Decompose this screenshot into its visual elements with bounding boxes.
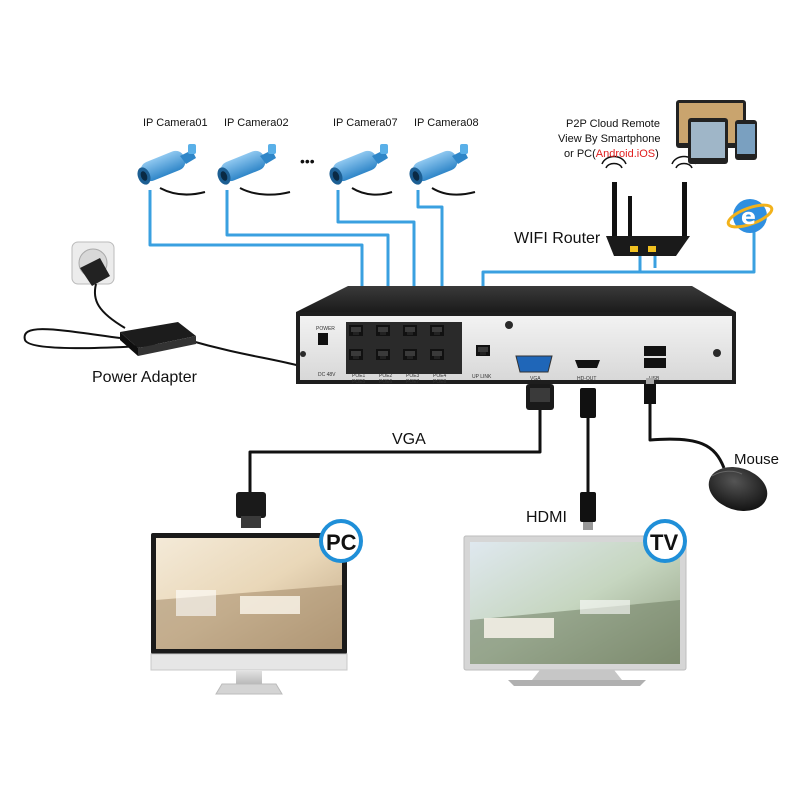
- hdmi-connector-top: [580, 388, 596, 418]
- pc-badge-text: PC: [326, 530, 357, 555]
- usb-port-label: USB: [649, 376, 660, 382]
- camera-label: IP Camera07: [333, 117, 398, 129]
- p2p-line-2: View By Smartphone: [558, 133, 661, 145]
- camera-ellipsis: •••: [300, 153, 315, 169]
- wall-socket: [71, 241, 115, 286]
- poe3-label: POE3: [406, 373, 420, 379]
- poe8-port[interactable]: [430, 349, 444, 360]
- vga-connector-bottom: [236, 492, 266, 528]
- camera-label: IP Camera08: [414, 117, 479, 129]
- vga-label: VGA: [392, 431, 426, 448]
- nvr-recorder: POWER DC 48V POE1 POE2 POE3 POE4 POE5 PO…: [296, 286, 736, 385]
- uplink-port[interactable]: [476, 345, 490, 356]
- power-switch[interactable]: [318, 333, 328, 345]
- camera-icon: [407, 144, 468, 187]
- p2p-line-1: P2P Cloud Remote: [566, 118, 660, 130]
- usb-connector: [644, 378, 656, 404]
- vga-connector-top: [526, 384, 554, 410]
- mouse-label: Mouse: [734, 451, 779, 468]
- power-adapter: [120, 322, 196, 356]
- poe4-port[interactable]: [430, 325, 444, 336]
- remote-devices: [676, 100, 757, 164]
- poe6-label: POE6: [379, 379, 393, 385]
- ip-camera-08: IP Camera08: [407, 117, 479, 187]
- pc-badge: PC: [319, 519, 363, 563]
- p2p-line-3: or PC(Android.iOS): [564, 148, 659, 160]
- power-adapter-label: Power Adapter: [92, 369, 198, 386]
- camera-icon: [327, 144, 388, 187]
- usb-port-1[interactable]: [644, 346, 666, 356]
- tv-badge-text: TV: [650, 530, 678, 555]
- camera-icon: [135, 144, 196, 187]
- poe4-label: POE4: [433, 373, 447, 379]
- wifi-router: [601, 155, 697, 256]
- mouse-icon: [708, 466, 768, 512]
- hdmi-port-label: HD-OUT: [577, 376, 596, 382]
- poe2-label: POE2: [379, 373, 393, 379]
- ip-camera-07: IP Camera07: [327, 117, 398, 187]
- web-browser-icon: e: [726, 199, 774, 233]
- hdmi-connector-bottom: [580, 492, 596, 530]
- hdmi-port[interactable]: [575, 360, 600, 368]
- tv: [463, 535, 687, 686]
- vga-port-label: VGA: [530, 376, 541, 382]
- uplink-label: UP LINK: [472, 374, 492, 380]
- poe6-port[interactable]: [376, 349, 390, 360]
- poe2-port[interactable]: [376, 325, 390, 336]
- dc-port-label: DC 48V: [318, 372, 336, 378]
- poe7-port[interactable]: [403, 349, 417, 360]
- browser-letter: e: [741, 205, 756, 230]
- camera-icon: [215, 144, 276, 187]
- camera-label: IP Camera02: [224, 117, 289, 129]
- vga-port[interactable]: [515, 355, 553, 373]
- poe5-label: POE5: [352, 379, 366, 385]
- tv-badge: TV: [643, 519, 687, 563]
- poe7-label: POE7: [406, 379, 420, 385]
- poe8-label: POE8: [433, 379, 447, 385]
- poe5-port[interactable]: [349, 349, 363, 360]
- poe1-port[interactable]: [349, 325, 363, 336]
- power-cables: [23, 283, 301, 367]
- poe3-port[interactable]: [403, 325, 417, 336]
- ip-camera-01: IP Camera01: [135, 117, 208, 187]
- usb-port-2[interactable]: [644, 358, 666, 368]
- p2p-remote-text: P2P Cloud Remote View By Smartphone or P…: [558, 118, 661, 160]
- pc-monitor: [150, 533, 348, 695]
- output-cables: [248, 404, 726, 492]
- camera-pigtail-cables: [159, 187, 476, 196]
- camera-label: IP Camera01: [143, 117, 208, 129]
- hdmi-label: HDMI: [526, 509, 567, 526]
- poe1-label: POE1: [352, 373, 366, 379]
- ip-camera-02: IP Camera02: [215, 117, 289, 187]
- router-label: WIFI Router: [514, 230, 601, 247]
- power-port-label: POWER: [316, 326, 335, 332]
